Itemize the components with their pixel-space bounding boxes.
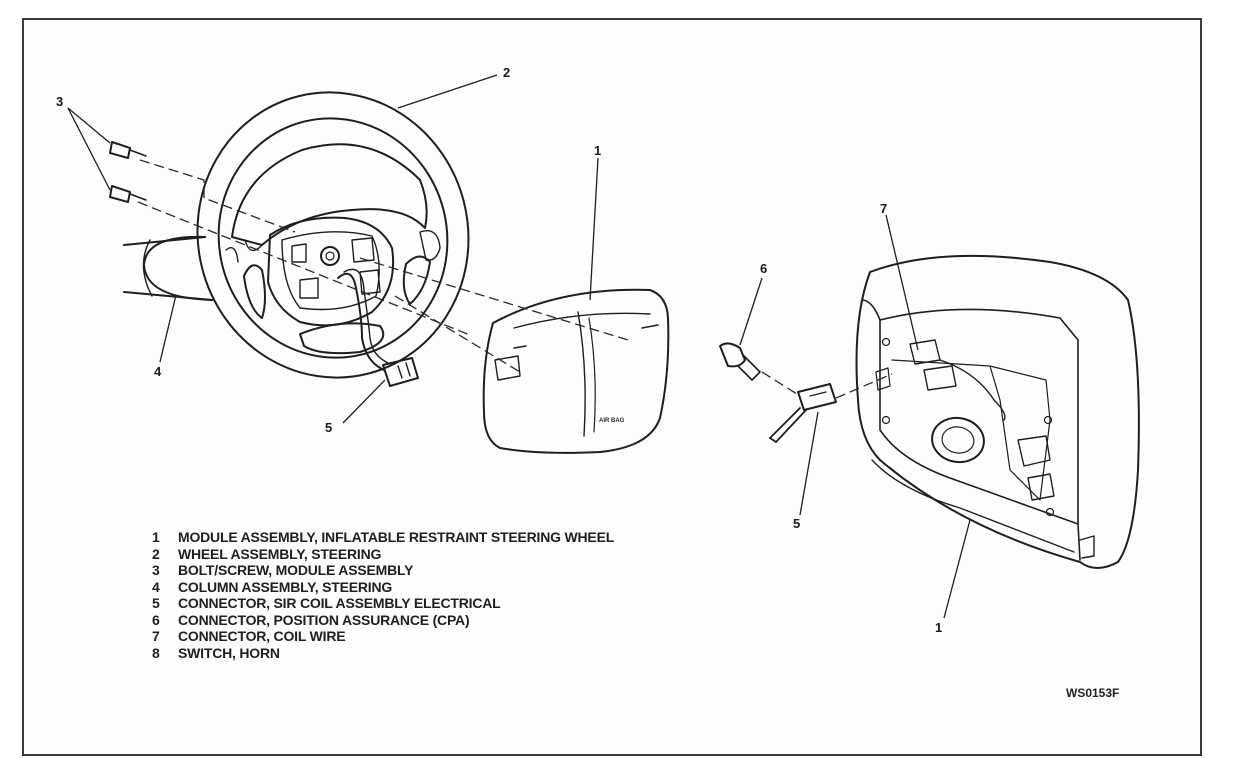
module-assembly-front xyxy=(482,288,670,454)
callout-5-right: 5 xyxy=(793,516,800,531)
cpa-connector xyxy=(719,342,761,381)
callout-4: 4 xyxy=(154,364,162,379)
connector-right xyxy=(769,383,837,443)
coil-wire-left xyxy=(337,268,419,387)
callout-1-rear: 1 xyxy=(935,620,942,635)
figure-frame xyxy=(22,18,1202,756)
steering-wheel xyxy=(196,91,470,379)
steering-column xyxy=(123,235,213,301)
callout-3: 3 xyxy=(56,94,63,109)
module-assembly-rear xyxy=(855,254,1140,569)
callout-1-front: 1 xyxy=(594,143,601,158)
module-bolts xyxy=(109,141,147,203)
callout-7: 7 xyxy=(880,201,887,216)
airbag-mark: AIR BAG xyxy=(599,418,625,424)
figure-code: WS0153F xyxy=(1066,686,1120,700)
callout-6: 6 xyxy=(760,261,767,276)
callout-5-left: 5 xyxy=(325,420,332,435)
callout-2: 2 xyxy=(503,65,510,80)
